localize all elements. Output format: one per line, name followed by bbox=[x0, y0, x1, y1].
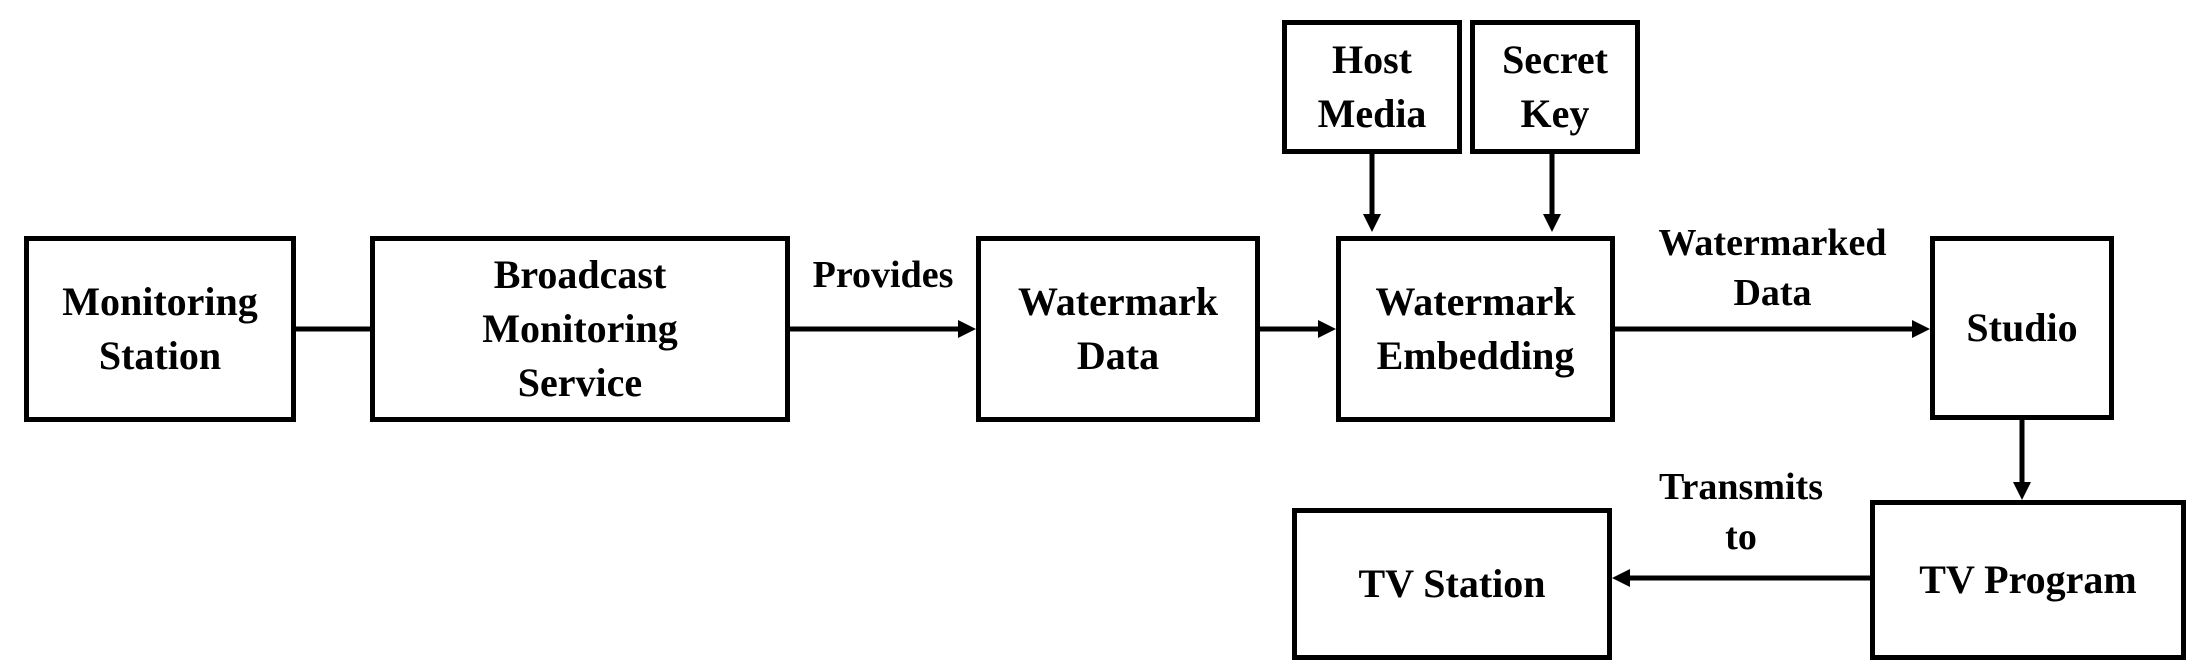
studio-label: Studio bbox=[1966, 305, 2078, 350]
monitoring-station-label: Monitoring Station bbox=[62, 279, 258, 378]
tv-program-node: TV Program bbox=[1870, 500, 2186, 660]
arrowhead-secret-key-to-embedding bbox=[1543, 214, 1561, 232]
watermark-embedding-node: Watermark Embedding bbox=[1336, 236, 1615, 422]
arrowhead-embedding-to-studio bbox=[1912, 320, 1930, 338]
watermark-data-node: Watermark Data bbox=[976, 236, 1260, 422]
host-media-label: Host Media bbox=[1317, 37, 1427, 136]
tv-station-label: TV Station bbox=[1358, 561, 1546, 606]
provides-edge-label: Provides bbox=[812, 254, 954, 296]
arrowhead-service-to-watermark-data bbox=[958, 320, 976, 338]
transmits-to-edge-label: Transmits to bbox=[1659, 466, 1823, 558]
arrowhead-host-media-to-embedding bbox=[1363, 214, 1381, 232]
arrowhead-studio-to-tv-program bbox=[2013, 482, 2031, 500]
tv-station-node: TV Station bbox=[1292, 508, 1612, 660]
arrowhead-data-to-embedding bbox=[1318, 320, 1336, 338]
tv-program-label: TV Program bbox=[1919, 557, 2137, 602]
monitoring-station-node: Monitoring Station bbox=[24, 236, 296, 422]
broadcast-monitoring-service-node: Broadcast Monitoring Service bbox=[370, 236, 790, 422]
host-media-node: Host Media bbox=[1282, 20, 1462, 154]
broadcast-monitoring-service-label: Broadcast Monitoring Service bbox=[482, 252, 678, 405]
watermark-embedding-label: Watermark Embedding bbox=[1375, 279, 1576, 378]
watermark-data-label: Watermark Data bbox=[1018, 279, 1218, 378]
secret-key-node: Secret Key bbox=[1470, 20, 1640, 154]
studio-node: Studio bbox=[1930, 236, 2114, 420]
arrowhead-tv-program-to-tv-station bbox=[1612, 569, 1630, 587]
watermarked-data-edge-label: Watermarked Data bbox=[1658, 222, 1887, 314]
secret-key-label: Secret Key bbox=[1502, 37, 1608, 136]
